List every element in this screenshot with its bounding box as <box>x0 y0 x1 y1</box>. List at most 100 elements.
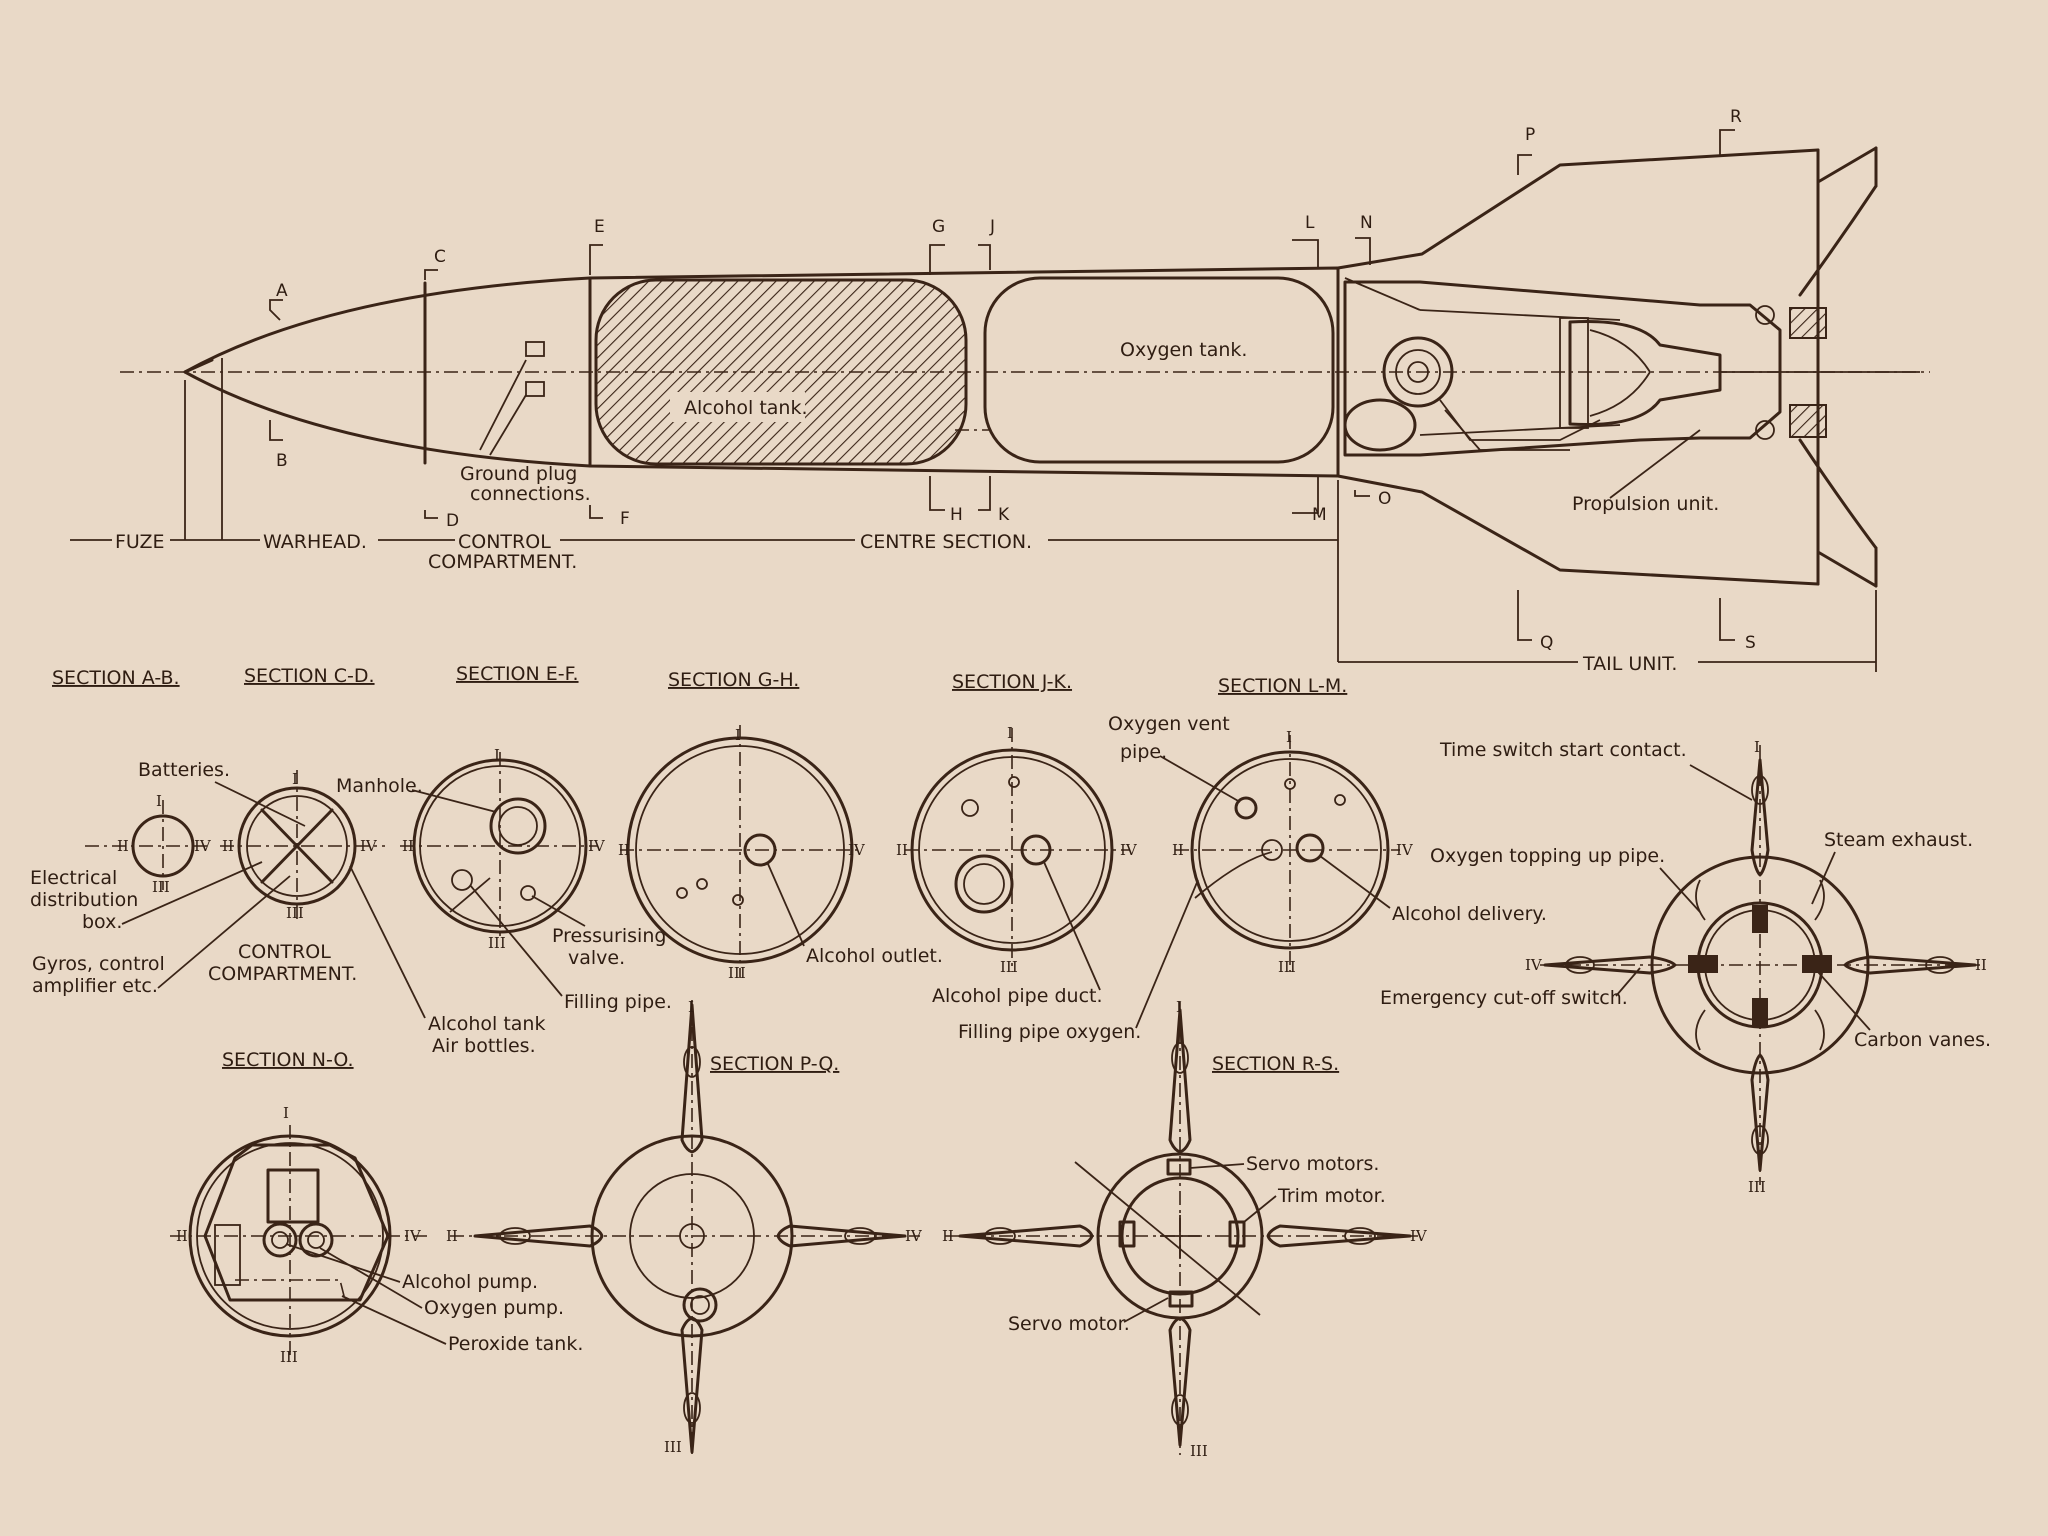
label-electrical-3: box. <box>82 911 122 933</box>
roman-rs-i: I <box>1176 998 1182 1016</box>
marker-d: D <box>446 511 459 531</box>
label-servo-motor: Servo motor. <box>1008 1313 1130 1335</box>
title-section-no: SECTION N-O. <box>222 1049 354 1071</box>
label-pressurising-2: valve. <box>568 947 625 969</box>
roman-pq-ii: II <box>446 1227 458 1245</box>
dim-control-1: CONTROL <box>458 531 551 553</box>
roman-lm-iv: IV <box>1396 841 1414 859</box>
section-pq: I II III IV <box>446 998 923 1456</box>
label-emergency-cutoff: Emergency cut-off switch. <box>1380 987 1628 1009</box>
label-filling-pipe: Filling pipe. <box>564 991 672 1013</box>
label-pressurising-1: Pressurising <box>552 925 666 947</box>
marker-f: F <box>620 509 630 529</box>
roman-jk-iii: III <box>1000 958 1018 976</box>
roman-no-iii: III <box>280 1348 298 1366</box>
roman-gh-iv: IV <box>848 841 866 859</box>
marker-l: L <box>1305 213 1315 233</box>
section-markers: A B C D E F G H J K L M N O <box>269 107 1756 653</box>
roman-ef-iv: IV <box>588 837 606 855</box>
roman-cd-ii: II <box>222 837 234 855</box>
marker-s: S <box>1745 633 1756 653</box>
label-alcohol-outlet: Alcohol outlet. <box>806 945 943 967</box>
rear-view: I IV III II Time switch start contact. S… <box>1380 738 1991 1196</box>
ground-plug-label-2: connections. <box>470 483 591 505</box>
label-alcohol-pump: Alcohol pump. <box>402 1271 538 1293</box>
section-lm: I II III IV Oxygen vent pipe. Alcohol de… <box>1108 713 1547 976</box>
roman-gh-iii: III <box>728 964 746 982</box>
section-jk: I II III IV Alcohol pipe duct. Filling p… <box>896 724 1199 1043</box>
roman-ab-ii: II <box>117 837 129 855</box>
roman-jk-ii: II <box>896 841 908 859</box>
marker-k: K <box>998 505 1010 525</box>
section-ab: I II III IV <box>85 792 212 896</box>
section-rs: I II III IV Servo motors. Trim motor. Se… <box>942 998 1428 1460</box>
tail-fin-upper <box>1336 146 1878 297</box>
label-oxygen-pump: Oxygen pump. <box>424 1297 564 1319</box>
roman-ef-i: I <box>494 746 500 764</box>
roman-ab-iii: III <box>152 878 170 896</box>
ground-plug-label-1: Ground plug <box>460 463 577 485</box>
roman-rs-iv: IV <box>1410 1227 1428 1245</box>
label-alcohol-delivery: Alcohol delivery. <box>1392 903 1547 925</box>
label-filling-pipe-oxygen: Filling pipe oxygen. <box>958 1021 1141 1043</box>
roman-rear-ii: II <box>1975 956 1987 974</box>
marker-r: R <box>1730 107 1742 127</box>
marker-q: Q <box>1540 633 1553 653</box>
label-oxygen-topping: Oxygen topping up pipe. <box>1430 845 1665 867</box>
label-gyros-1: Gyros, control <box>32 953 165 975</box>
roman-no-i: I <box>283 1104 289 1122</box>
title-section-gh: SECTION G-H. <box>668 669 799 691</box>
label-air-bottles-2: Air bottles. <box>432 1035 536 1057</box>
title-section-jk: SECTION J-K. <box>952 671 1072 693</box>
turbopump <box>1382 336 1454 408</box>
marker-m: M <box>1312 505 1327 525</box>
roman-cd-iv: IV <box>360 837 378 855</box>
roman-rs-iii: III <box>1190 1442 1208 1460</box>
dim-tail-unit: TAIL UNIT. <box>1582 653 1677 675</box>
combustion-chamber <box>1568 320 1722 426</box>
roman-no-iv: IV <box>404 1227 422 1245</box>
label-oxygen-vent-2: pipe. <box>1120 741 1167 763</box>
rudder-lower <box>1789 404 1827 438</box>
roman-cd-i: I <box>292 770 298 788</box>
roman-jk-iv: IV <box>1120 841 1138 859</box>
roman-lm-iii: III <box>1278 958 1296 976</box>
roman-pq-i: I <box>688 998 694 1016</box>
marker-o: O <box>1378 489 1391 509</box>
roman-pq-iv: IV <box>905 1227 923 1245</box>
title-section-lm: SECTION L-M. <box>1218 675 1347 697</box>
alcohol-tank <box>594 278 968 466</box>
roman-ab-i: I <box>156 792 162 810</box>
marker-p: P <box>1525 125 1535 145</box>
label-carbon-vanes: Carbon vanes. <box>1854 1029 1991 1051</box>
section-cd: I II III IV Batteries. Electrical distri… <box>30 759 545 1057</box>
label-oxygen-vent-1: Oxygen vent <box>1108 713 1230 735</box>
roman-ef-iii: III <box>488 934 506 952</box>
dim-centre-section: CENTRE SECTION. <box>860 531 1032 553</box>
roman-no-ii: II <box>176 1227 188 1245</box>
roman-rear-iii: III <box>1748 1178 1766 1196</box>
label-gyros-2: amplifier etc. <box>32 975 158 997</box>
roman-ef-ii: II <box>402 837 414 855</box>
marker-n: N <box>1360 213 1373 233</box>
marker-e: E <box>594 217 605 237</box>
roman-rear-iv: IV <box>1525 956 1543 974</box>
marker-c: C <box>434 247 446 267</box>
label-control-2: COMPARTMENT. <box>208 963 357 985</box>
dim-fuze: FUZE <box>115 531 165 553</box>
alcohol-outlet <box>743 833 777 867</box>
section-ef: I II III IV Manhole. Pressurising valve.… <box>336 746 672 1013</box>
title-section-pq: SECTION P-Q. <box>710 1053 839 1075</box>
alcohol-tank-label: Alcohol tank. <box>684 397 808 419</box>
label-steam-exhaust: Steam exhaust. <box>1824 829 1973 851</box>
propulsion-unit-label: Propulsion unit. <box>1572 493 1719 515</box>
title-section-ab: SECTION A-B. <box>52 667 180 689</box>
manhole <box>489 797 547 855</box>
label-peroxide-tank: Peroxide tank. <box>448 1333 583 1355</box>
title-section-rs: SECTION R-S. <box>1212 1053 1339 1075</box>
label-control-1: CONTROL <box>238 941 331 963</box>
rocket-side-view: Alcohol tank. Oxygen tank. Ground plug c… <box>70 107 1930 675</box>
label-electrical-2: distribution <box>30 889 138 911</box>
marker-g: G <box>932 217 945 237</box>
